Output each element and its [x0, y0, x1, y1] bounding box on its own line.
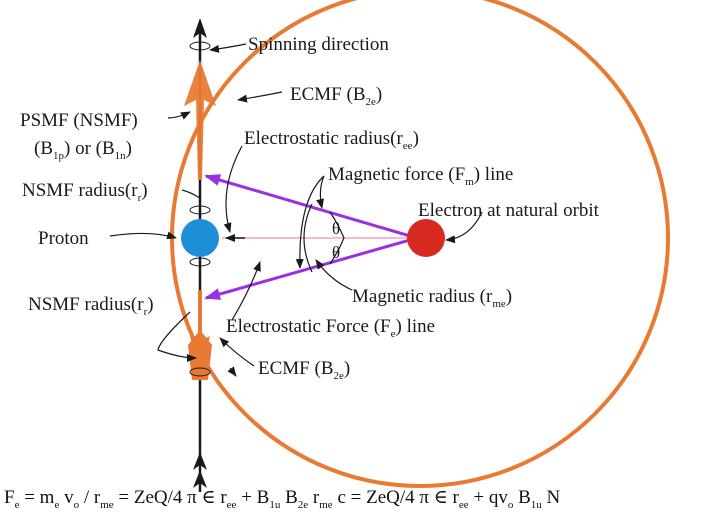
label-electrostatic-radius: Electrostatic radius(ree)	[244, 128, 419, 152]
equation-subscript: o	[74, 499, 80, 511]
label-nsmf-radius-bottom: NSMF radius(rr)	[28, 294, 154, 318]
equation-subscript: ee	[459, 499, 469, 511]
label-electrostatic-force-line: Electrostatic Force (Fe) line	[226, 316, 435, 340]
equation-subscript: 1u	[269, 499, 281, 511]
label-theta-bottom: θ	[332, 243, 340, 262]
leader-magnetic-force-1	[295, 175, 325, 269]
nsmf-bottom-arrow-shape	[188, 330, 212, 380]
label-psmf-line1: PSMF (NSMF)	[20, 110, 138, 131]
label-ecmf-bottom: ECMF (B2e)	[258, 358, 350, 382]
equation-text: r	[308, 487, 320, 508]
leader-proton	[109, 231, 177, 240]
leader-magnetic-force-2	[316, 175, 325, 209]
magnetic-force-line-lower	[204, 238, 411, 300]
theta-arc-top	[329, 211, 345, 239]
leader-magnetic-radius	[315, 259, 353, 291]
equation-text: = m	[19, 487, 54, 508]
equation-text: B	[280, 487, 297, 508]
spin-rotation-icon-upper	[189, 205, 211, 215]
equation-text: + qv	[469, 487, 509, 508]
leader-ecmf-top	[237, 91, 283, 103]
magnetic-force-line-upper	[204, 174, 411, 238]
label-proton: Proton	[38, 228, 89, 249]
equation-subscript: ee	[227, 499, 237, 511]
leader-psmf	[167, 111, 191, 120]
equation-text: / r	[79, 487, 101, 508]
leader-electron	[445, 211, 483, 244]
label-theta-top: θ	[332, 219, 340, 238]
label-magnetic-radius: Magnetic radius (rme)	[352, 286, 512, 310]
equation-text: N	[542, 487, 561, 508]
equation-subscript: 1u	[531, 499, 543, 511]
leader-nsmf-top	[181, 189, 201, 199]
equation-subscript: me	[100, 499, 114, 511]
magnetic-angle-arc	[303, 203, 313, 273]
equation-text: = ZeQ/4 π ∈ r	[114, 487, 228, 508]
equation-subscript: e	[54, 499, 59, 511]
orbit-arrow-bottom	[227, 366, 237, 377]
equation-subscript: e	[15, 499, 20, 511]
leader-nsmf-bottom	[157, 311, 197, 362]
spin-axis-bottom-arrow-icon	[193, 452, 207, 488]
spin-rotation-icon-lower	[189, 257, 211, 267]
equation-text: B	[513, 487, 530, 508]
label-psmf-line2: (B1p) or (B1n)	[34, 138, 132, 162]
spin-axis-top-arrow-icon	[193, 18, 207, 38]
label-electron: Electron at natural orbit	[418, 200, 600, 221]
proton	[181, 219, 219, 257]
electron	[407, 219, 445, 257]
equation-text: v	[59, 487, 74, 508]
leader-ecmf-bottom	[219, 337, 255, 367]
equation-text: + B	[236, 487, 269, 508]
equation-subscript: 2e	[298, 499, 309, 511]
label-nsmf-radius-top: NSMF radius(rr)	[22, 180, 148, 204]
equation-subscript: o	[508, 499, 514, 511]
psmf-arrow-icon	[184, 60, 216, 180]
label-ecmf-top: ECMF (B2e)	[290, 84, 382, 108]
equation-text: F	[4, 487, 15, 508]
label-spinning-direction: Spinning direction	[248, 34, 389, 55]
leader-electrostatic-force	[231, 261, 261, 321]
equation-text: c = ZeQ/4 π ∈ r	[333, 487, 460, 508]
equation-subscript: me	[319, 499, 333, 511]
leader-spinning	[209, 43, 247, 53]
theta-arc-bottom	[329, 237, 345, 265]
label-magnetic-force-line: Magnetic force (Fm) line	[328, 164, 513, 188]
spin-rotation-icon-bottom	[189, 367, 211, 377]
equation: Fe = me vo / rme = ZeQ/4 π ∈ ree + B1u B…	[4, 487, 561, 511]
leader-electrostatic-radius	[223, 145, 243, 233]
